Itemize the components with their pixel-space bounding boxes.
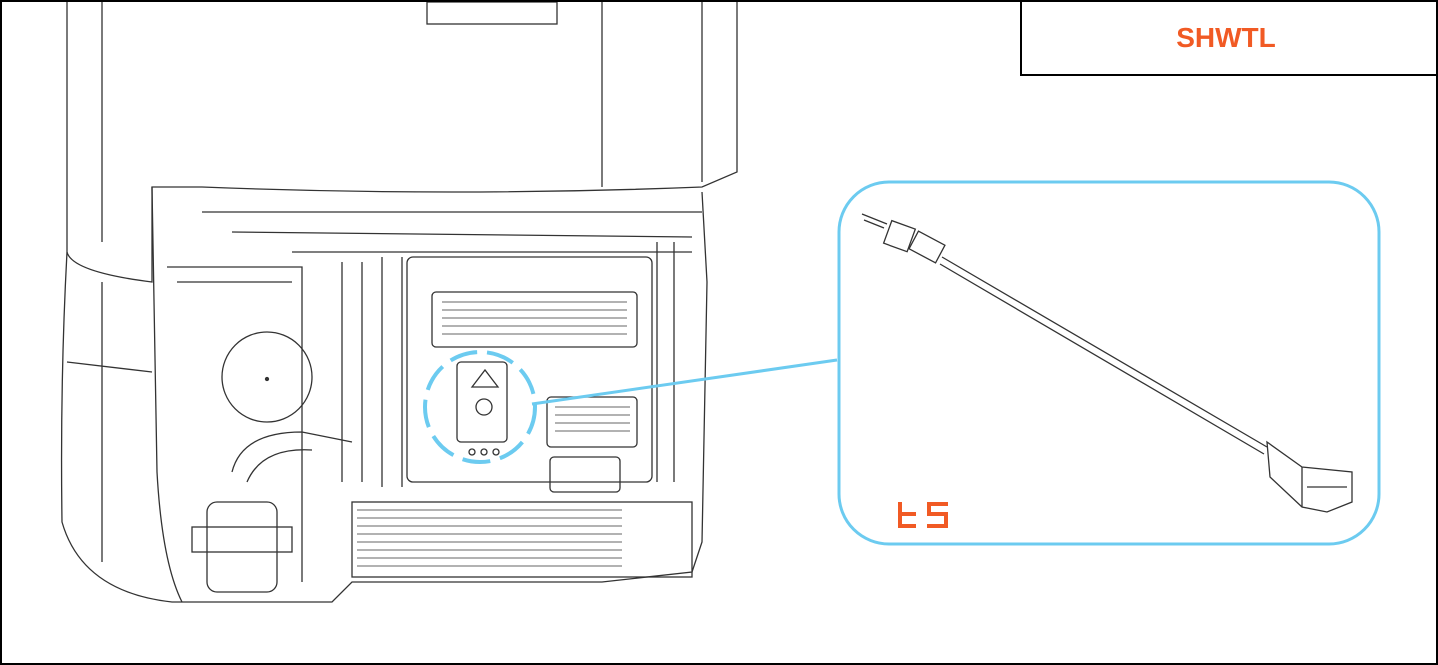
model-label-box: SHWTL xyxy=(1020,2,1436,76)
control-box xyxy=(406,256,653,483)
model-label: SHWTL xyxy=(1176,22,1276,53)
callout-leader xyxy=(531,358,838,406)
temperature-sensor-part xyxy=(861,213,1353,513)
pump xyxy=(206,501,278,593)
cabinet-top xyxy=(66,2,738,283)
display-code-glyph xyxy=(898,502,948,528)
heat-exchanger xyxy=(351,501,693,578)
cabinet-lower xyxy=(60,191,708,603)
sensor-highlight xyxy=(423,350,537,464)
